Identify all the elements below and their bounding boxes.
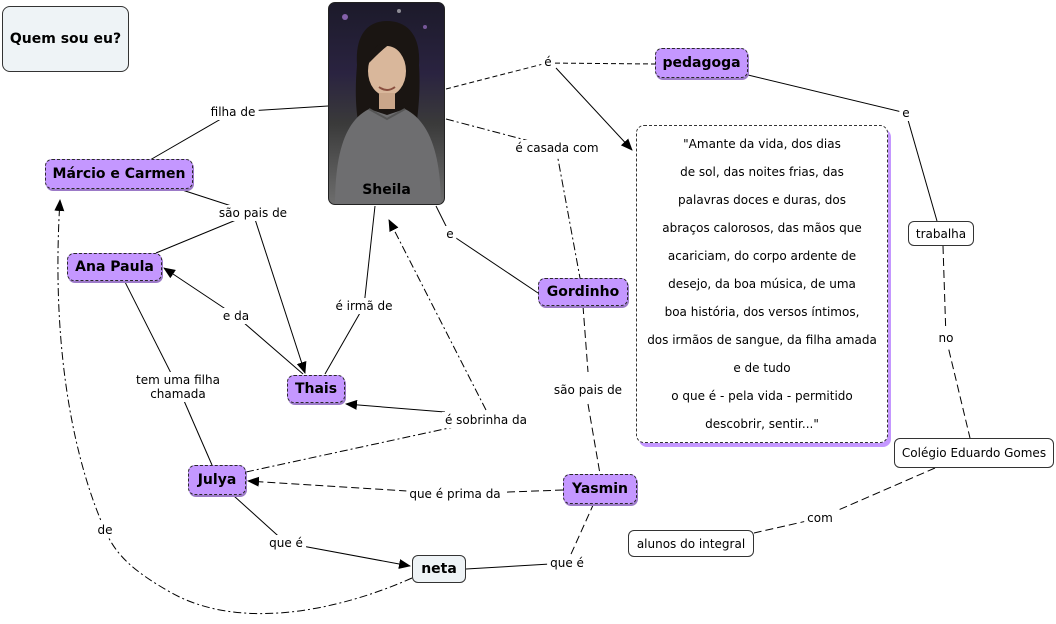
node-colegio[interactable]: Colégio Eduardo Gomes [894,438,1054,468]
link-e-casada-com: é casada com [512,140,602,156]
link-que-e-2: que é [547,555,587,571]
node-marcio-carmen[interactable]: Márcio e Carmen [45,159,193,189]
node-thais[interactable]: Thais [287,375,345,403]
sheila-label: Sheila [362,182,411,198]
node-ana-paula-label: Ana Paula [75,259,154,275]
link-de: de [94,522,116,538]
quote-line: descobrir, sentir..." [705,417,819,431]
map-title-text: Quem sou eu? [9,31,122,47]
node-trabalha-label: trabalha [915,226,967,241]
node-ana-paula[interactable]: Ana Paula [67,253,162,281]
edge-yasmin-quee [566,502,595,564]
quote-box[interactable]: "Amante da vida, dos dias de sol, das no… [636,125,888,443]
node-colegio-label: Colégio Eduardo Gomes [901,446,1047,460]
sheila-photo-node[interactable]: Sheila [328,2,445,205]
node-julya[interactable]: Julya [188,465,246,495]
link-e-gordinho: e [443,226,457,242]
link-com: com [804,510,836,526]
link-sao-pais-de-1: são pais de [215,205,291,221]
edge-trabalha-no [942,245,947,339]
link-e-pedagoga: e [899,105,913,121]
node-pedagoga-label: pedagoga [662,55,741,71]
node-neta[interactable]: neta [412,555,466,583]
edge-neta-de [104,529,413,615]
link-e-irma-de: é irmã de [332,298,396,314]
link-que-e-1: que é [266,535,306,551]
node-gordinho-label: Gordinho [546,284,620,300]
edge-gordinho-saopais [582,305,589,373]
edge-sobrinha-thais [345,399,446,413]
link-tem-uma-filha-line2: chamada [150,387,206,401]
node-gordinho[interactable]: Gordinho [538,278,628,306]
quote-line: acariciam, do corpo ardente de [667,249,857,263]
edge-casada-gordinho [555,147,581,279]
edge-sobrinha-sheila [388,219,487,411]
edge-e-trabalha [905,112,938,222]
node-alunos[interactable]: alunos do integral [628,530,754,557]
edge-sheila-casada [445,118,557,149]
quote-line: boa história, dos versos íntimos, [664,305,860,319]
edge-e2-gordinho [449,233,539,294]
edge-sheila-irma [363,205,376,307]
map-title: Quem sou eu? [2,6,129,72]
edge-no-colegio [945,337,971,439]
node-alunos-label: alunos do integral [636,536,746,551]
edge-colegio-com [819,467,936,519]
link-no: no [935,330,957,346]
quote-line: desejo, da boa música, de uma [668,277,856,291]
node-yasmin[interactable]: Yasmin [563,474,637,504]
edge-prima-julya [247,476,456,495]
quote-line: abraços calorosos, das mãos que [662,221,862,235]
edge-julya-sobrinha [245,419,487,473]
link-sao-pais-de-2: são pais de [550,382,626,398]
edge-e-pedagoga [546,62,656,65]
node-pedagoga[interactable]: pedagoga [655,48,748,78]
edge-saopais-yasmin [587,403,601,475]
edge-pedagoga-e [747,74,907,114]
edge-saopais-thais [252,212,307,374]
edge-e-quote [555,67,633,151]
node-neta-label: neta [421,561,457,577]
link-e-top: é [541,54,555,70]
person-photo-icon [335,9,441,204]
link-tem-uma-filha-line1: tem uma filha [136,373,220,387]
link-filha-de: filha de [207,104,259,120]
node-julya-label: Julya [197,472,237,488]
edge-sheila-e [445,62,548,90]
link-que-e-prima-da: que é prima da [406,486,504,502]
quote-line: o que é - pela vida - permitido [671,389,853,403]
link-e-da: e da [219,308,253,324]
edge-de-marcio [54,199,106,531]
quote-line: de sol, das noites frias, das [680,165,844,179]
link-e-sobrinha-da: é sobrinha da [441,412,531,428]
edge-thais-eda [235,315,304,375]
quote-line: e de tudo [733,361,791,375]
node-marcio-carmen-label: Márcio e Carmen [52,166,186,182]
quote-line: "Amante da vida, dos dias [683,137,841,151]
edge-filha-de-marcio [149,111,234,161]
link-tem-uma-filha: tem uma filha chamada [133,372,223,402]
quote-line: palavras doces e duras, dos [678,193,846,207]
edge-quee-neta [285,542,411,569]
quote-line: dos irmãos de sangue, da filha amada [647,333,877,347]
node-thais-label: Thais [294,381,338,397]
edge-ana-temfilha [123,279,179,388]
node-trabalha[interactable]: trabalha [908,221,974,246]
node-yasmin-label: Yasmin [572,481,628,497]
edge-irma-thais [324,305,365,375]
